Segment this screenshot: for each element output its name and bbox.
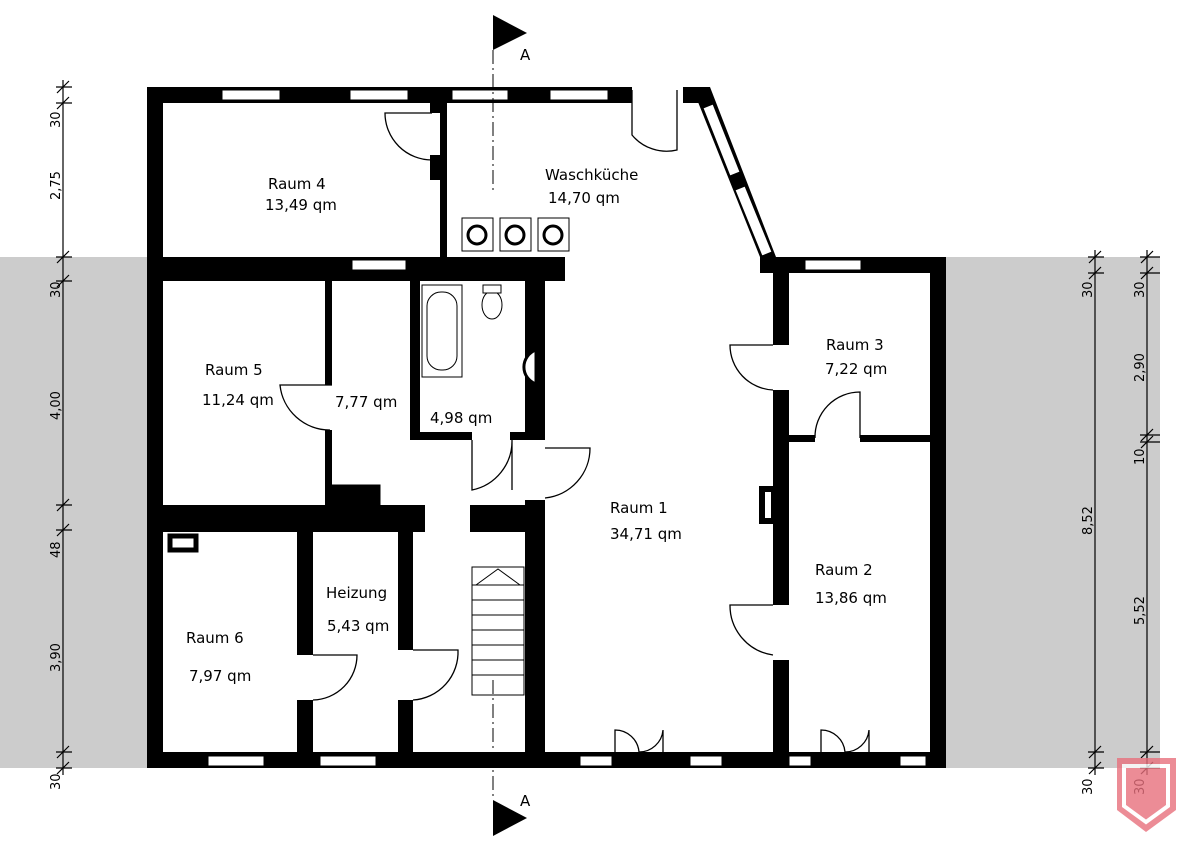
section-arrow-top-icon	[493, 15, 527, 50]
room-name: Raum 4	[268, 175, 326, 193]
dimension-right-outer: 30 8,52 30	[1081, 250, 1104, 795]
dimension-label: 4,00	[49, 391, 64, 420]
fixtures	[421, 217, 570, 696]
room-name: Raum 5	[205, 361, 263, 379]
dimension-label: 30	[1081, 778, 1096, 795]
dimension-label: 5,52	[1133, 596, 1148, 625]
room-area: 34,71 qm	[610, 525, 682, 543]
room-name: Raum 2	[815, 561, 873, 579]
room-area: 7,77 qm	[335, 393, 397, 411]
room-area: 7,22 qm	[825, 360, 887, 378]
room-labels: Raum 4 13,49 qm Waschküche 14,70 qm Raum…	[186, 166, 887, 685]
room-area: 7,97 qm	[189, 667, 251, 685]
room-area: 13,49 qm	[265, 196, 337, 214]
dimension-left: 30 2,75 30 4,00 48 3,90 30	[49, 80, 72, 790]
room-area: 14,70 qm	[548, 189, 620, 207]
walls	[147, 87, 946, 768]
dimension-label: 30	[1081, 281, 1096, 298]
doors	[279, 90, 870, 753]
room-area: 4,98 qm	[430, 409, 492, 427]
room-name: Raum 1	[610, 499, 668, 517]
shield-logo-icon	[1117, 758, 1176, 832]
section-label-bottom: A	[520, 792, 531, 810]
ground-right	[946, 257, 1160, 768]
room-name: Raum 6	[186, 629, 244, 647]
room-name: Waschküche	[545, 166, 638, 184]
room-area: 5,43 qm	[327, 617, 389, 635]
dimension-label: 30	[1133, 281, 1148, 298]
dimension-label: 3,90	[49, 643, 64, 672]
section-line-a: A A	[492, 15, 531, 836]
dimension-label: 30	[49, 111, 64, 128]
dimension-label: 10	[1133, 448, 1148, 465]
windows	[207, 89, 927, 767]
room-area: 11,24 qm	[202, 391, 274, 409]
section-label-top: A	[520, 46, 531, 64]
room-name: Heizung	[326, 584, 387, 602]
section-arrow-bottom-icon	[493, 800, 527, 836]
ground-left	[0, 257, 147, 768]
dimension-label: 48	[49, 541, 64, 558]
dimension-label: 30	[49, 281, 64, 298]
dimension-label: 8,52	[1081, 506, 1096, 535]
room-name: Raum 3	[826, 336, 884, 354]
room-area: 13,86 qm	[815, 589, 887, 607]
dimension-label: 2,75	[49, 171, 64, 200]
stairs	[471, 566, 525, 696]
dimension-label: 30	[49, 773, 64, 790]
dimension-label: 2,90	[1133, 353, 1148, 382]
